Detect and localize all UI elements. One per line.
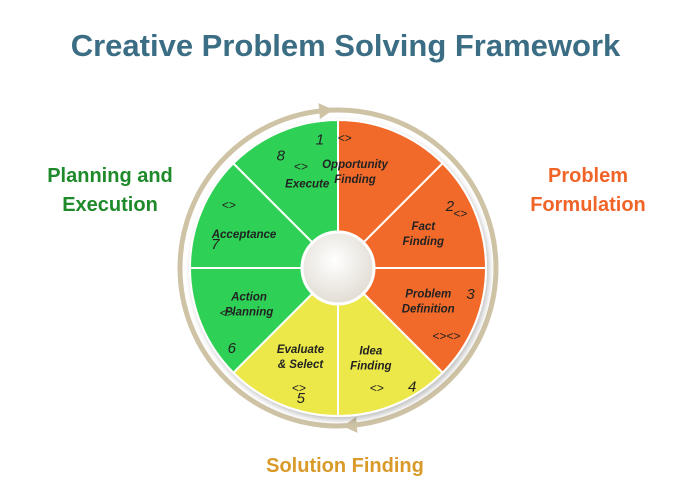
segment-code: <> xyxy=(294,160,308,174)
segment-code: <> xyxy=(220,306,234,320)
segment-number: 2 xyxy=(445,198,455,215)
wheel-labels: OpportunityFinding1<>FactFinding2<>Probl… xyxy=(211,131,476,407)
cycle-arrow-bottom-icon xyxy=(342,416,358,433)
stage-label-solution-finding: Solution Finding xyxy=(266,455,424,477)
segment-label: Action xyxy=(230,291,267,303)
wheel-hub xyxy=(300,230,376,306)
stage-label-line: Execution xyxy=(62,194,158,216)
segment-number: 5 xyxy=(297,390,306,407)
segment-label: Evaluate xyxy=(277,344,325,356)
cycle-arrow-top-icon xyxy=(318,103,334,120)
stage-label-problem-formulation: Problem Formulation xyxy=(498,162,678,220)
segment-number: 7 xyxy=(211,236,220,253)
stage-label-line: Problem xyxy=(547,165,629,187)
stage-label-line: Formulation xyxy=(530,194,646,216)
segment-number: 4 xyxy=(408,379,416,396)
wheel-segments xyxy=(188,118,488,418)
segment-code: <> xyxy=(338,131,352,145)
segment-label: Planning xyxy=(225,306,274,318)
segment-code: <> xyxy=(222,198,236,212)
segment-code: <> xyxy=(453,206,467,220)
segment-label: & Select xyxy=(278,359,325,371)
segment-code: <><> xyxy=(433,329,461,343)
segment-label: Acceptance xyxy=(211,229,277,241)
segment-number: 1 xyxy=(316,131,324,148)
segment-label: Execute xyxy=(285,178,330,190)
segment-label: Definition xyxy=(402,303,455,315)
segment-label: Idea xyxy=(359,346,383,358)
stage-label-planning-execution: Planning and Execution xyxy=(20,162,200,220)
cycle-ring-circle xyxy=(177,107,499,429)
segment-label: Opportunity xyxy=(322,159,388,171)
segment-label: Finding xyxy=(334,174,376,186)
segment-number: 3 xyxy=(466,286,475,303)
page-title: Creative Problem Solving Framework xyxy=(70,28,621,63)
segment-number: 6 xyxy=(228,340,237,357)
segment-code: <> xyxy=(370,381,384,395)
cycle-ring xyxy=(177,103,499,433)
segment-number: 8 xyxy=(277,148,286,165)
segment-label: Finding xyxy=(403,236,445,248)
stage-label-line: Planning and xyxy=(47,165,173,187)
segment-label: Fact xyxy=(411,221,436,233)
segment-label: Finding xyxy=(350,361,392,373)
segment-label: Problem xyxy=(405,288,451,300)
segment-code: <> xyxy=(292,381,306,395)
